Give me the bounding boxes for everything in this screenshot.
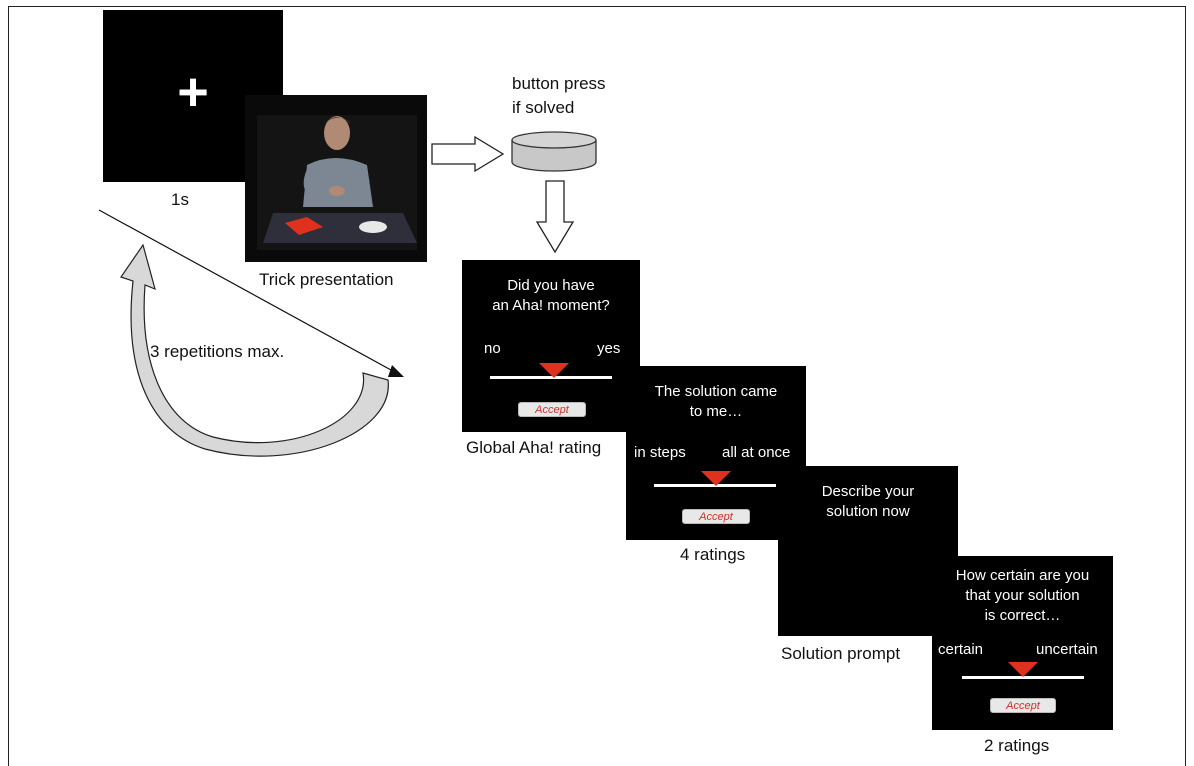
four-ratings-left-anchor: in steps [634,444,686,461]
solution-prompt-text: Describe your solution now [778,482,958,522]
two-ratings-slider-track[interactable] [962,676,1084,679]
two-ratings-right-anchor: uncertain [1036,641,1098,658]
four-ratings-screen: The solution came to me… in steps all at… [626,366,806,540]
two-ratings-line2: that your solution [965,587,1080,604]
global-aha-caption: Global Aha! rating [466,438,602,457]
global-aha-accept-button[interactable]: Accept [518,402,586,417]
two-ratings-caption: 2 ratings [984,736,1050,755]
solution-prompt-line2: solution now [826,503,910,520]
two-ratings-slider-marker[interactable] [1008,662,1038,678]
loop-label: 3 repetitions max. [150,342,285,361]
global-aha-question: Did you have an Aha! moment? [462,276,640,316]
global-aha-right-anchor: yes [597,340,621,357]
four-ratings-right-anchor: all at once [722,444,791,461]
down-arrow-icon [535,180,575,254]
four-ratings-slider-marker[interactable] [701,471,731,487]
two-ratings-accept-button[interactable]: Accept [990,698,1056,713]
white-plate [359,221,387,233]
global-aha-line1: Did you have [507,277,595,294]
fixation-caption: 1s [171,190,189,209]
four-ratings-line2: to me… [689,403,743,420]
two-ratings-screen: How certain are you that your solution i… [932,556,1113,730]
repetition-loop [98,209,404,457]
trick-caption: Trick presentation [259,270,394,289]
two-ratings-question: How certain are you that your solution i… [932,566,1113,626]
solution-prompt-caption: Solution prompt [781,644,901,663]
figure-frame [8,6,1186,766]
button-press-label: button press if solved [512,72,606,120]
red-cloth [285,217,323,235]
two-ratings-left-anchor: certain [938,641,984,658]
four-ratings-line1: The solution came [654,383,778,400]
trick-video-still [245,95,427,262]
response-button-device-icon [511,131,597,172]
global-aha-slider-track[interactable] [490,376,612,379]
global-aha-line2: an Aha! moment? [492,297,610,314]
button-press-line1: button press [512,74,606,93]
global-aha-screen: Did you have an Aha! moment? no yes Acce… [462,260,640,432]
four-ratings-accept-button[interactable]: Accept [682,509,750,524]
global-aha-left-anchor: no [484,340,501,357]
magician-scene [245,95,427,262]
right-arrow-icon [431,135,505,173]
global-aha-slider-marker[interactable] [539,363,569,379]
button-press-line2: if solved [512,98,575,117]
two-ratings-line3: is correct… [984,607,1061,624]
two-ratings-line1: How certain are you [955,567,1090,584]
four-ratings-caption: 4 ratings [680,545,746,564]
solution-prompt-line1: Describe your [821,483,915,500]
four-ratings-question: The solution came to me… [626,382,806,422]
fixation-cross: + [177,62,209,122]
four-ratings-slider-track[interactable] [654,484,776,487]
solution-prompt-screen: Describe your solution now [778,466,958,636]
